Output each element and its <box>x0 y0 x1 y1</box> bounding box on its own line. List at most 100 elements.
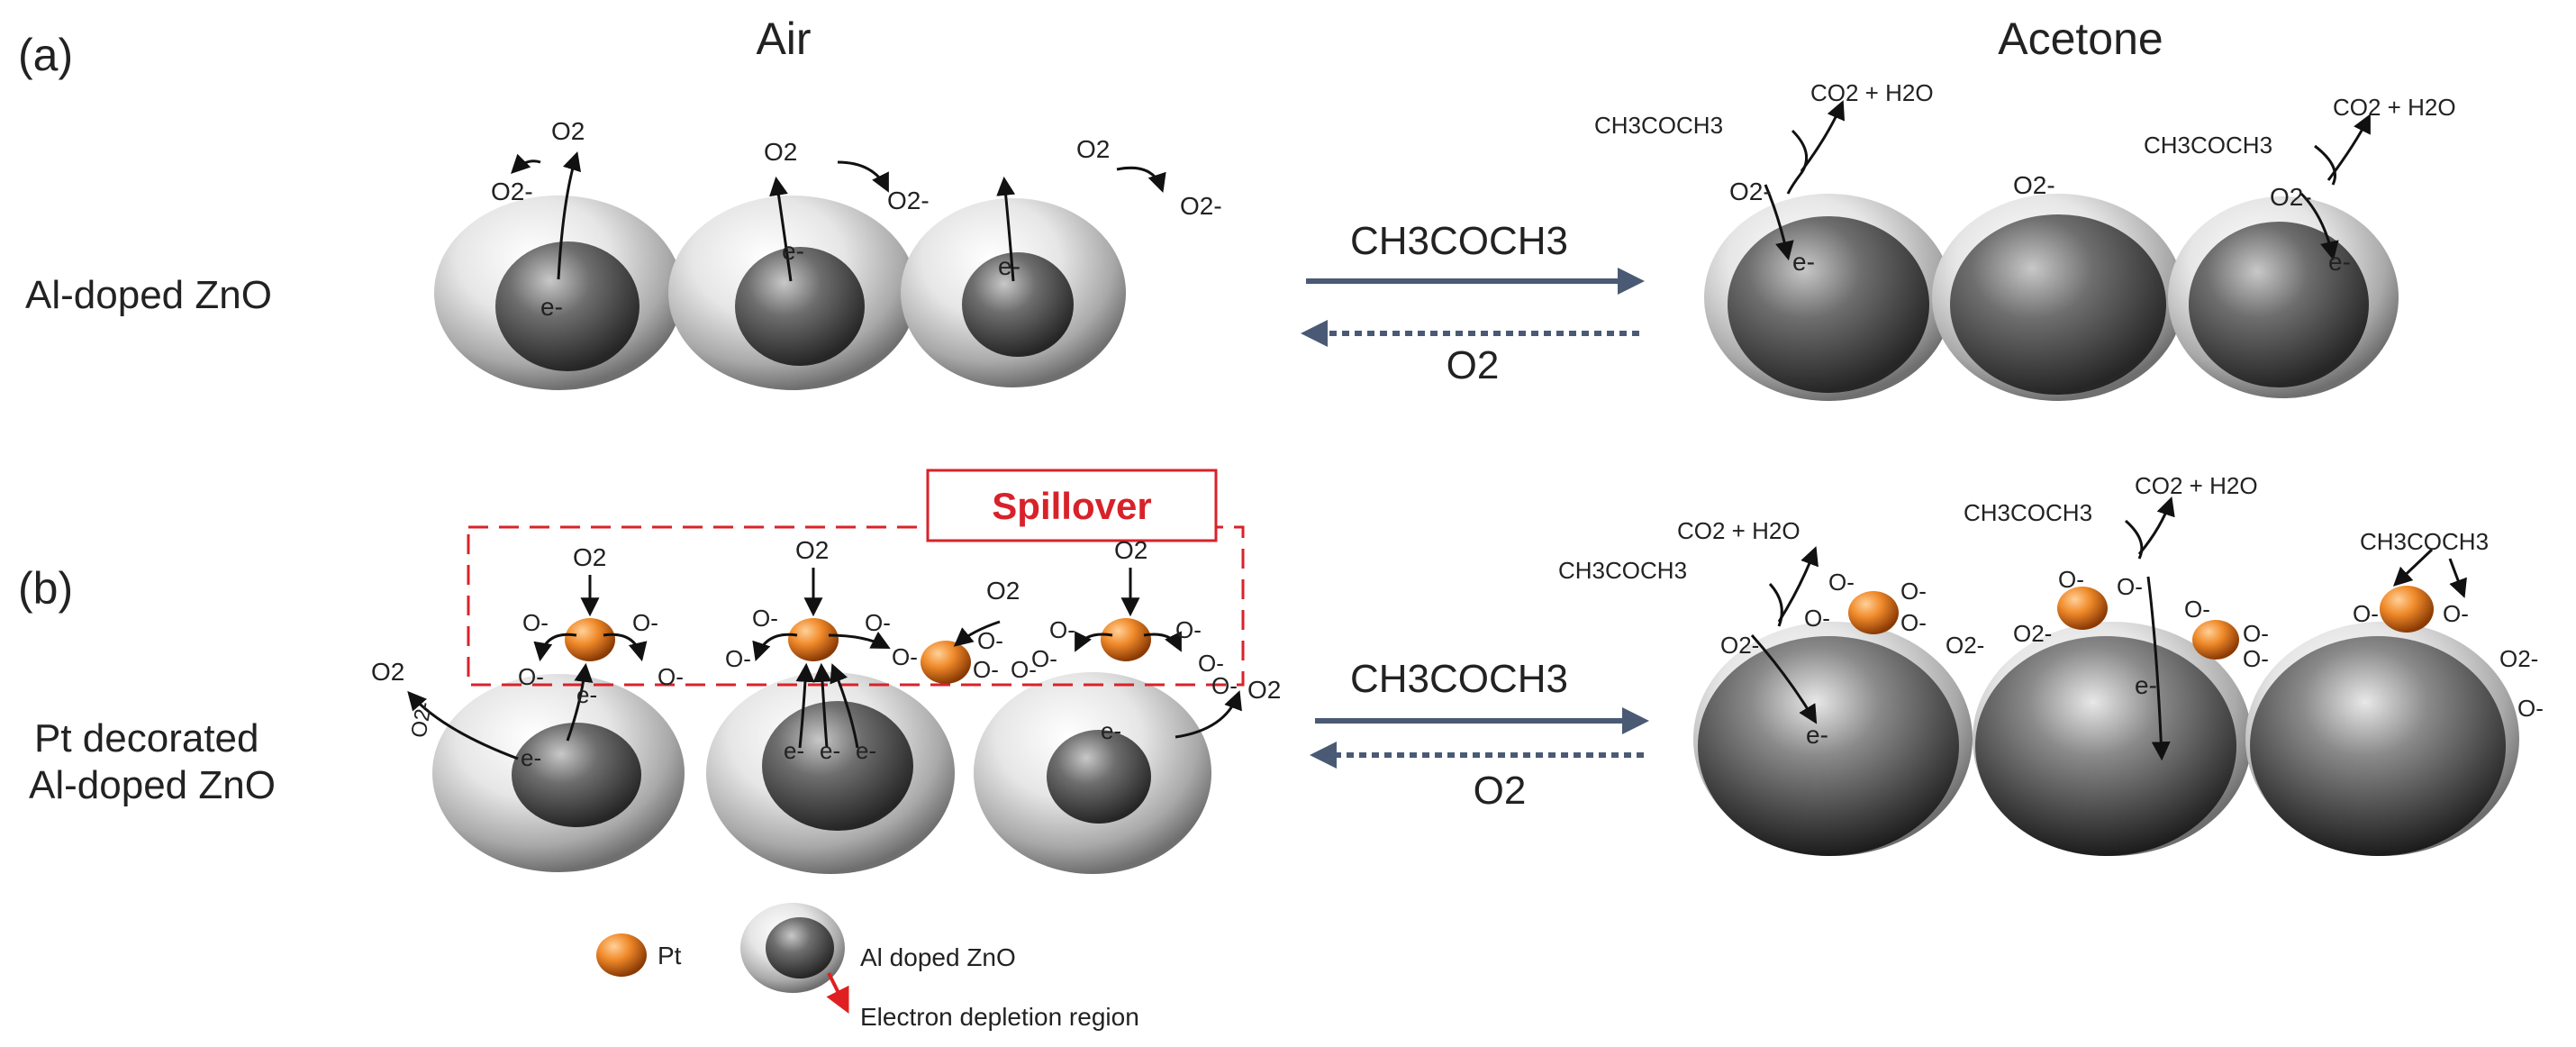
legend-depletion-arrow <box>826 972 849 1015</box>
o-minus-label: O- <box>2117 573 2143 600</box>
o-minus-label: O- <box>973 656 999 683</box>
electron-label: e- <box>1101 717 1121 744</box>
products-label: CO2 + H2O <box>2333 94 2456 121</box>
o-minus-label: O- <box>2184 596 2210 623</box>
o2-minus-label: O2- <box>2013 171 2055 199</box>
o2-label: O2 <box>551 117 585 145</box>
forward-gas-label: CH3COCH3 <box>1350 657 1568 701</box>
o2-label: O2 <box>795 536 829 564</box>
o-minus-label: O- <box>752 605 778 632</box>
o2-minus-label: O2- <box>1720 632 1759 659</box>
pt-nanoparticle <box>921 641 971 684</box>
panel-b-switch-arrows: CH3COCH3 O2 <box>1310 657 1649 813</box>
products-label: CO2 + H2O <box>1677 517 1800 544</box>
o2-label: O2 <box>1247 676 1281 704</box>
pt-nanoparticle <box>2057 587 2108 630</box>
zno-particle <box>706 672 955 874</box>
o2-minus-label: O2- <box>491 178 533 205</box>
reverse-gas-label: O2 <box>1447 343 1500 387</box>
panel-b-air-labels: O2 O- O- O- O- e- e- O2 O2- O2 O- O- O- … <box>371 536 1281 771</box>
column-acetone-title: Acetone <box>1998 14 2163 64</box>
panel-b-acetone-labels: CO2 + H2O CH3COCH3 O- O- O- O- O2- O2- e… <box>1558 472 2544 749</box>
panel-b-air-reactions <box>407 568 1242 760</box>
o-minus-label: O- <box>892 643 918 670</box>
spillover-label: Spillover <box>992 485 1151 527</box>
o2-label: O2 <box>371 658 404 686</box>
acetone-label: CH3COCH3 <box>1594 112 1723 139</box>
legend-depletion-label: Electron depletion region <box>860 1003 1139 1031</box>
o-minus-label: O- <box>2243 620 2269 647</box>
legend-pt-label: Pt <box>658 942 682 970</box>
electron-label: e- <box>540 293 563 321</box>
column-air-title: Air <box>756 14 811 64</box>
panel-b-material-line2: Al-doped ZnO <box>29 763 276 807</box>
o2-label: O2 <box>573 543 606 571</box>
panel-a-acetone-particles <box>1704 194 2399 401</box>
zno-particle <box>668 196 917 390</box>
forward-gas-label: CH3COCH3 <box>1350 219 1568 263</box>
o-minus-label: O- <box>725 645 751 672</box>
electron-label: e- <box>1806 721 1828 749</box>
panel-b-air-pt <box>565 618 1151 684</box>
panel-a-air-reactions <box>511 150 1166 282</box>
spillover-badge <box>926 469 1218 542</box>
o-minus-label: O- <box>632 609 658 636</box>
zno-particle <box>1973 622 2252 856</box>
o2-minus-label: O2- <box>1180 192 1222 220</box>
o-minus-label: O- <box>1828 569 1855 596</box>
o2-minus-label: O2- <box>1946 632 1984 659</box>
electron-label: e- <box>1792 248 1815 276</box>
spillover-region: Spillover <box>467 469 1245 687</box>
spillover-box <box>467 525 1245 687</box>
o2-label: O2 <box>1114 536 1147 564</box>
products-label: CO2 + H2O <box>1810 79 1934 106</box>
o2-label: O2 <box>986 577 1020 605</box>
o2-minus-label: O2- <box>887 187 930 214</box>
o2-minus-label: O2- <box>2499 645 2538 672</box>
products-label: CO2 + H2O <box>2135 472 2258 499</box>
zno-particle <box>1932 194 2184 401</box>
o-minus-label: O- <box>1175 616 1202 643</box>
o-minus-label: O- <box>1900 609 1927 636</box>
legend: Pt Al doped ZnO Electron depletion regio… <box>596 903 1139 1031</box>
o-minus-label: O- <box>1011 656 1037 683</box>
acetone-label: CH3COCH3 <box>2144 132 2272 159</box>
o-minus-label: O- <box>2353 600 2379 627</box>
panel-a-acetone-reactions <box>1764 100 2371 261</box>
zno-particle <box>974 672 1211 874</box>
o2-minus-label: O2- <box>2013 620 2052 647</box>
reverse-gas-label: O2 <box>1474 769 1527 813</box>
pt-nanoparticle <box>1848 591 1899 634</box>
legend-zno-core <box>766 917 834 979</box>
electron-label: e- <box>784 737 804 764</box>
o-minus-label: O- <box>2443 600 2469 627</box>
zno-particle <box>2245 622 2519 856</box>
acetone-label: CH3COCH3 <box>1964 499 2092 526</box>
o-minus-label: O- <box>518 663 544 690</box>
o-minus-label: O- <box>2058 566 2084 593</box>
pt-nanoparticle <box>2192 620 2239 660</box>
pt-nanoparticle <box>2380 586 2434 633</box>
panel-a-tag: (a) <box>18 30 73 80</box>
pt-nanoparticle <box>1101 618 1151 661</box>
panel-a-material: Al-doped ZnO <box>25 273 272 317</box>
o-minus-label: O- <box>1031 645 1057 672</box>
legend-zno-label: Al doped ZnO <box>860 943 1016 971</box>
o2-minus-label: O2- <box>1729 178 1772 205</box>
electron-label: e- <box>521 744 541 771</box>
panel-b-tag: (b) <box>18 563 73 614</box>
acetone-label: CH3COCH3 <box>2360 528 2489 555</box>
panel-a-switch-arrows: CH3COCH3 O2 <box>1301 219 1645 387</box>
zno-particle <box>1704 194 1953 401</box>
electron-label: e- <box>782 237 804 265</box>
electron-label: e- <box>576 681 597 708</box>
o-minus-label: O- <box>1198 650 1224 677</box>
panel-a-air-particles <box>434 196 1126 390</box>
o-minus-label: O- <box>2243 645 2269 672</box>
acetone-label: CH3COCH3 <box>1558 557 1687 584</box>
panel-b-acetone-particles <box>1693 622 2519 856</box>
panel-b-air-particles <box>432 672 1211 874</box>
o2-minus-label: O2- <box>406 700 437 740</box>
electron-label: e- <box>998 252 1020 280</box>
